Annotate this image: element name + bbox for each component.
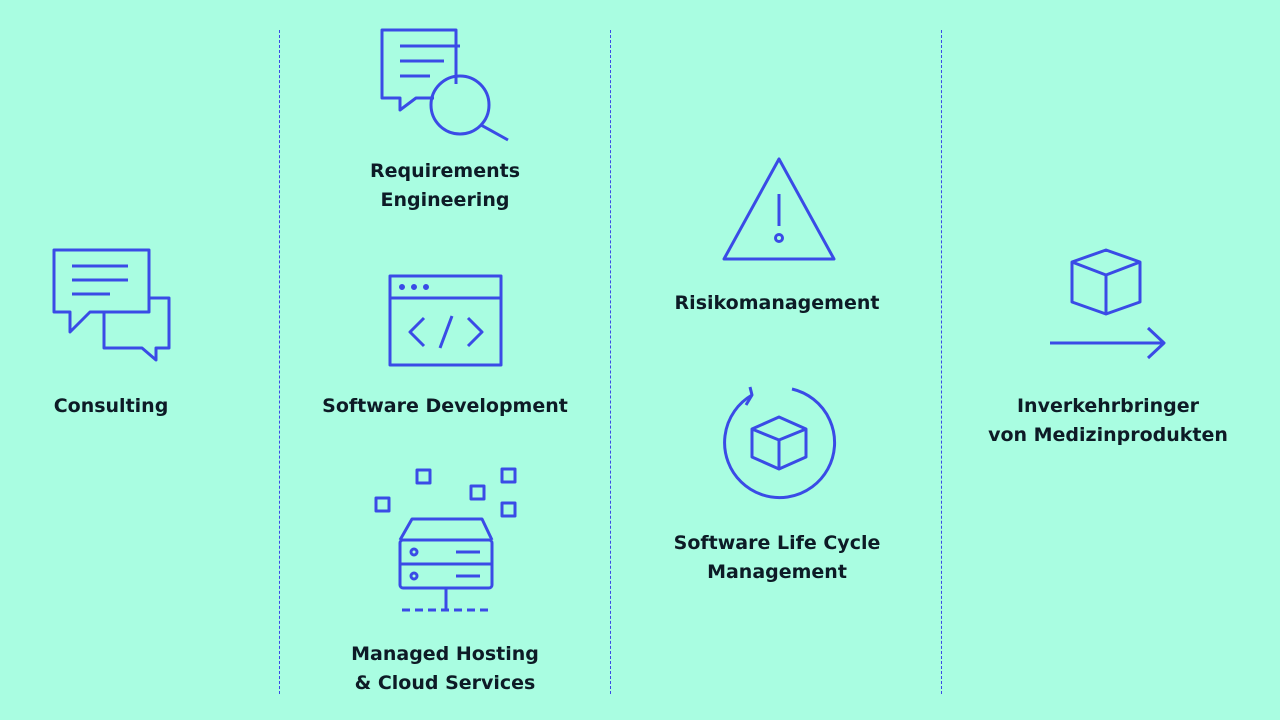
server-cloud-icon bbox=[374, 467, 517, 612]
warning-triangle-icon bbox=[722, 157, 836, 261]
label-consulting: Consulting bbox=[53, 395, 169, 417]
document-search-icon bbox=[380, 28, 509, 142]
cube-arrow-icon bbox=[1050, 248, 1166, 360]
code-window-icon bbox=[388, 274, 503, 367]
column-divider bbox=[610, 30, 611, 694]
column-divider bbox=[941, 30, 942, 694]
chat-bubbles-icon bbox=[52, 248, 171, 362]
label-software-development: Software Development bbox=[322, 395, 568, 417]
label-risikomanagement: Risikomanagement bbox=[674, 292, 880, 314]
column-divider bbox=[279, 30, 280, 694]
label-managed-hosting: Managed Hosting& Cloud Services bbox=[351, 643, 539, 694]
cycle-cube-icon bbox=[723, 386, 837, 500]
